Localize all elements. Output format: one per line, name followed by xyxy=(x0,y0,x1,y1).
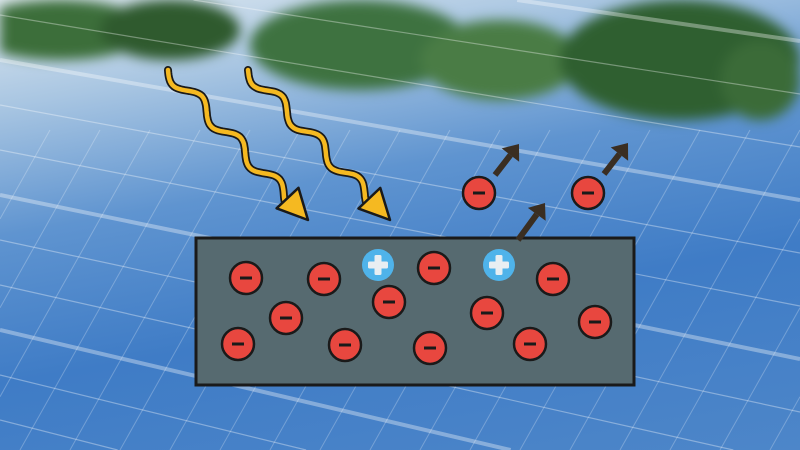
panel-line xyxy=(619,129,800,450)
electron xyxy=(220,326,256,362)
wavy-arrow-icon xyxy=(244,66,392,222)
minus-icon xyxy=(524,342,536,346)
wavy-arrow-icon xyxy=(164,66,310,222)
electron xyxy=(535,261,571,297)
electron xyxy=(461,175,497,211)
electron xyxy=(327,327,363,363)
hole xyxy=(483,249,515,281)
panel-line xyxy=(0,149,800,307)
panel-line xyxy=(669,218,800,450)
panel-line xyxy=(0,58,800,202)
panel-line xyxy=(69,129,251,450)
minus-icon xyxy=(318,277,330,281)
electron xyxy=(512,326,548,362)
panel-line xyxy=(193,0,800,95)
panel-line xyxy=(569,129,751,450)
panel-line xyxy=(769,396,800,450)
electron xyxy=(469,295,505,331)
minus-icon xyxy=(473,191,485,195)
panel-line xyxy=(0,419,118,450)
minus-icon xyxy=(582,191,594,195)
arrow-up-right-icon xyxy=(515,203,546,242)
minus-icon xyxy=(383,300,395,304)
panel-line xyxy=(19,129,201,450)
minus-icon xyxy=(240,276,252,280)
electron xyxy=(228,260,264,296)
minus-icon xyxy=(339,343,351,347)
electron xyxy=(268,300,304,336)
electron xyxy=(371,284,407,320)
minus-icon xyxy=(481,311,493,315)
minus-icon xyxy=(232,342,244,346)
panel-line xyxy=(0,129,51,220)
panel-line xyxy=(0,129,151,397)
minus-icon xyxy=(428,266,440,270)
electron xyxy=(412,330,448,366)
electron xyxy=(416,250,452,286)
minus-icon xyxy=(547,277,559,281)
tree-background xyxy=(0,0,800,120)
minus-icon xyxy=(424,346,436,350)
panel-line xyxy=(516,0,800,43)
panel-line xyxy=(719,307,800,450)
semiconductor-block xyxy=(194,236,636,387)
hole xyxy=(362,249,394,281)
electron xyxy=(306,261,342,297)
panel-line xyxy=(0,14,800,148)
minus-icon xyxy=(589,320,601,324)
arrow-up-right-icon xyxy=(601,143,629,176)
panel-line xyxy=(0,104,800,254)
panel-line xyxy=(0,129,101,309)
plus-icon xyxy=(489,255,509,275)
panel-line xyxy=(0,374,307,450)
arrow-up-right-icon xyxy=(492,144,520,177)
panel-line xyxy=(0,328,512,450)
electron xyxy=(577,304,613,340)
minus-icon xyxy=(280,316,292,320)
electron xyxy=(570,175,606,211)
plus-icon xyxy=(368,255,388,275)
